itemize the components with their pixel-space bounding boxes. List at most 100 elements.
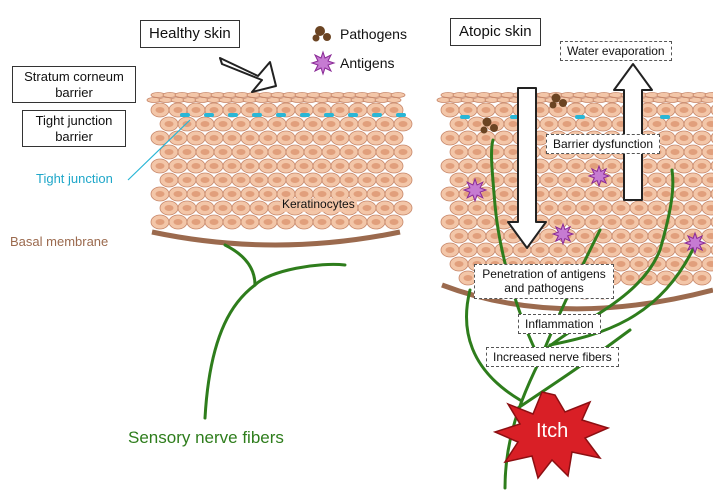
cell-nucleus bbox=[237, 177, 246, 183]
tight-junction-label: Tight junction bbox=[36, 172, 113, 187]
tight-junction-barrier-label: Tight junction barrier bbox=[22, 110, 126, 147]
cell-nucleus bbox=[174, 191, 183, 197]
cell-nucleus bbox=[698, 107, 707, 113]
pathogens-legend-label: Pathogens bbox=[340, 26, 407, 42]
cell-nucleus bbox=[318, 107, 327, 113]
stratum-corneum-label: Stratum corneum barrier bbox=[12, 66, 136, 103]
cell-nucleus bbox=[599, 205, 608, 211]
cell-nucleus bbox=[300, 219, 309, 225]
cell-nucleus bbox=[446, 191, 455, 197]
cell-nucleus bbox=[473, 205, 482, 211]
cell-nucleus bbox=[626, 247, 635, 253]
cell-nucleus bbox=[273, 149, 282, 155]
cell-nucleus bbox=[689, 121, 698, 127]
cell-nucleus bbox=[680, 163, 689, 169]
tight-junction-mark bbox=[460, 115, 470, 119]
cell-nucleus bbox=[563, 177, 572, 183]
cell-nucleus bbox=[309, 121, 318, 127]
cell-nucleus bbox=[156, 107, 165, 113]
cell-nucleus bbox=[354, 191, 363, 197]
corneocyte bbox=[391, 93, 405, 98]
cell-nucleus bbox=[255, 121, 264, 127]
cell-nucleus bbox=[446, 219, 455, 225]
cell-nucleus bbox=[482, 107, 491, 113]
cell-nucleus bbox=[464, 219, 473, 225]
cell-nucleus bbox=[201, 205, 210, 211]
cell-nucleus bbox=[482, 163, 491, 169]
cell-nucleus bbox=[210, 135, 219, 141]
cell-nucleus bbox=[219, 205, 228, 211]
cell-nucleus bbox=[309, 149, 318, 155]
cell-nucleus bbox=[399, 205, 408, 211]
cell-nucleus bbox=[165, 205, 174, 211]
cell-nucleus bbox=[318, 135, 327, 141]
cell-nucleus bbox=[336, 163, 345, 169]
cell-nucleus bbox=[644, 163, 653, 169]
cell-nucleus bbox=[165, 149, 174, 155]
cell-nucleus bbox=[399, 149, 408, 155]
cell-nucleus bbox=[617, 233, 626, 239]
cell-nucleus bbox=[698, 163, 707, 169]
cell-nucleus bbox=[354, 135, 363, 141]
cell-nucleus bbox=[662, 135, 671, 141]
cell-nucleus bbox=[500, 107, 509, 113]
cell-nucleus bbox=[282, 107, 291, 113]
cell-nucleus bbox=[156, 219, 165, 225]
cell-nucleus bbox=[536, 247, 545, 253]
atopic-skin-title: Atopic skin bbox=[450, 18, 541, 46]
tight-junction-mark bbox=[396, 113, 406, 117]
cell-nucleus bbox=[581, 177, 590, 183]
cell-nucleus bbox=[482, 191, 491, 197]
cell-nucleus bbox=[228, 191, 237, 197]
cell-nucleus bbox=[318, 163, 327, 169]
pathogen-icon bbox=[313, 26, 332, 42]
cell-nucleus bbox=[327, 177, 336, 183]
cell-nucleus bbox=[219, 149, 228, 155]
cell-nucleus bbox=[500, 191, 509, 197]
cell-nucleus bbox=[680, 275, 689, 281]
cell-nucleus bbox=[671, 233, 680, 239]
cell-nucleus bbox=[464, 275, 473, 281]
cell-nucleus bbox=[381, 205, 390, 211]
cell-nucleus bbox=[237, 205, 246, 211]
cell-nucleus bbox=[644, 219, 653, 225]
cell-nucleus bbox=[264, 219, 273, 225]
cell-nucleus bbox=[653, 233, 662, 239]
cell-nucleus bbox=[228, 219, 237, 225]
tight-junction-mark bbox=[228, 113, 238, 117]
cell-nucleus bbox=[291, 121, 300, 127]
cell-nucleus bbox=[264, 163, 273, 169]
tight-junction-mark bbox=[575, 115, 585, 119]
cell-nucleus bbox=[518, 247, 527, 253]
cell-nucleus bbox=[174, 219, 183, 225]
cell-nucleus bbox=[644, 191, 653, 197]
cell-nucleus bbox=[653, 205, 662, 211]
cell-nucleus bbox=[372, 135, 381, 141]
cell-nucleus bbox=[255, 205, 264, 211]
cell-nucleus bbox=[554, 163, 563, 169]
cell-nucleus bbox=[662, 247, 671, 253]
cell-nucleus bbox=[309, 177, 318, 183]
cell-nucleus bbox=[291, 177, 300, 183]
cell-nucleus bbox=[327, 121, 336, 127]
cell-nucleus bbox=[644, 247, 653, 253]
cell-nucleus bbox=[210, 219, 219, 225]
penetration-label: Penetration of antigens and pathogens bbox=[474, 264, 614, 299]
cell-nucleus bbox=[255, 177, 264, 183]
cell-nucleus bbox=[210, 191, 219, 197]
cell-nucleus bbox=[662, 191, 671, 197]
cell-nucleus bbox=[300, 107, 309, 113]
cell-nucleus bbox=[372, 191, 381, 197]
cell-nucleus bbox=[464, 135, 473, 141]
cell-nucleus bbox=[228, 135, 237, 141]
cell-nucleus bbox=[183, 205, 192, 211]
cell-nucleus bbox=[626, 219, 635, 225]
cell-nucleus bbox=[572, 163, 581, 169]
cell-nucleus bbox=[327, 149, 336, 155]
cell-nucleus bbox=[653, 177, 662, 183]
cell-nucleus bbox=[545, 205, 554, 211]
cell-nucleus bbox=[608, 107, 617, 113]
cell-nucleus bbox=[282, 135, 291, 141]
cell-nucleus bbox=[689, 149, 698, 155]
cell-nucleus bbox=[264, 135, 273, 141]
